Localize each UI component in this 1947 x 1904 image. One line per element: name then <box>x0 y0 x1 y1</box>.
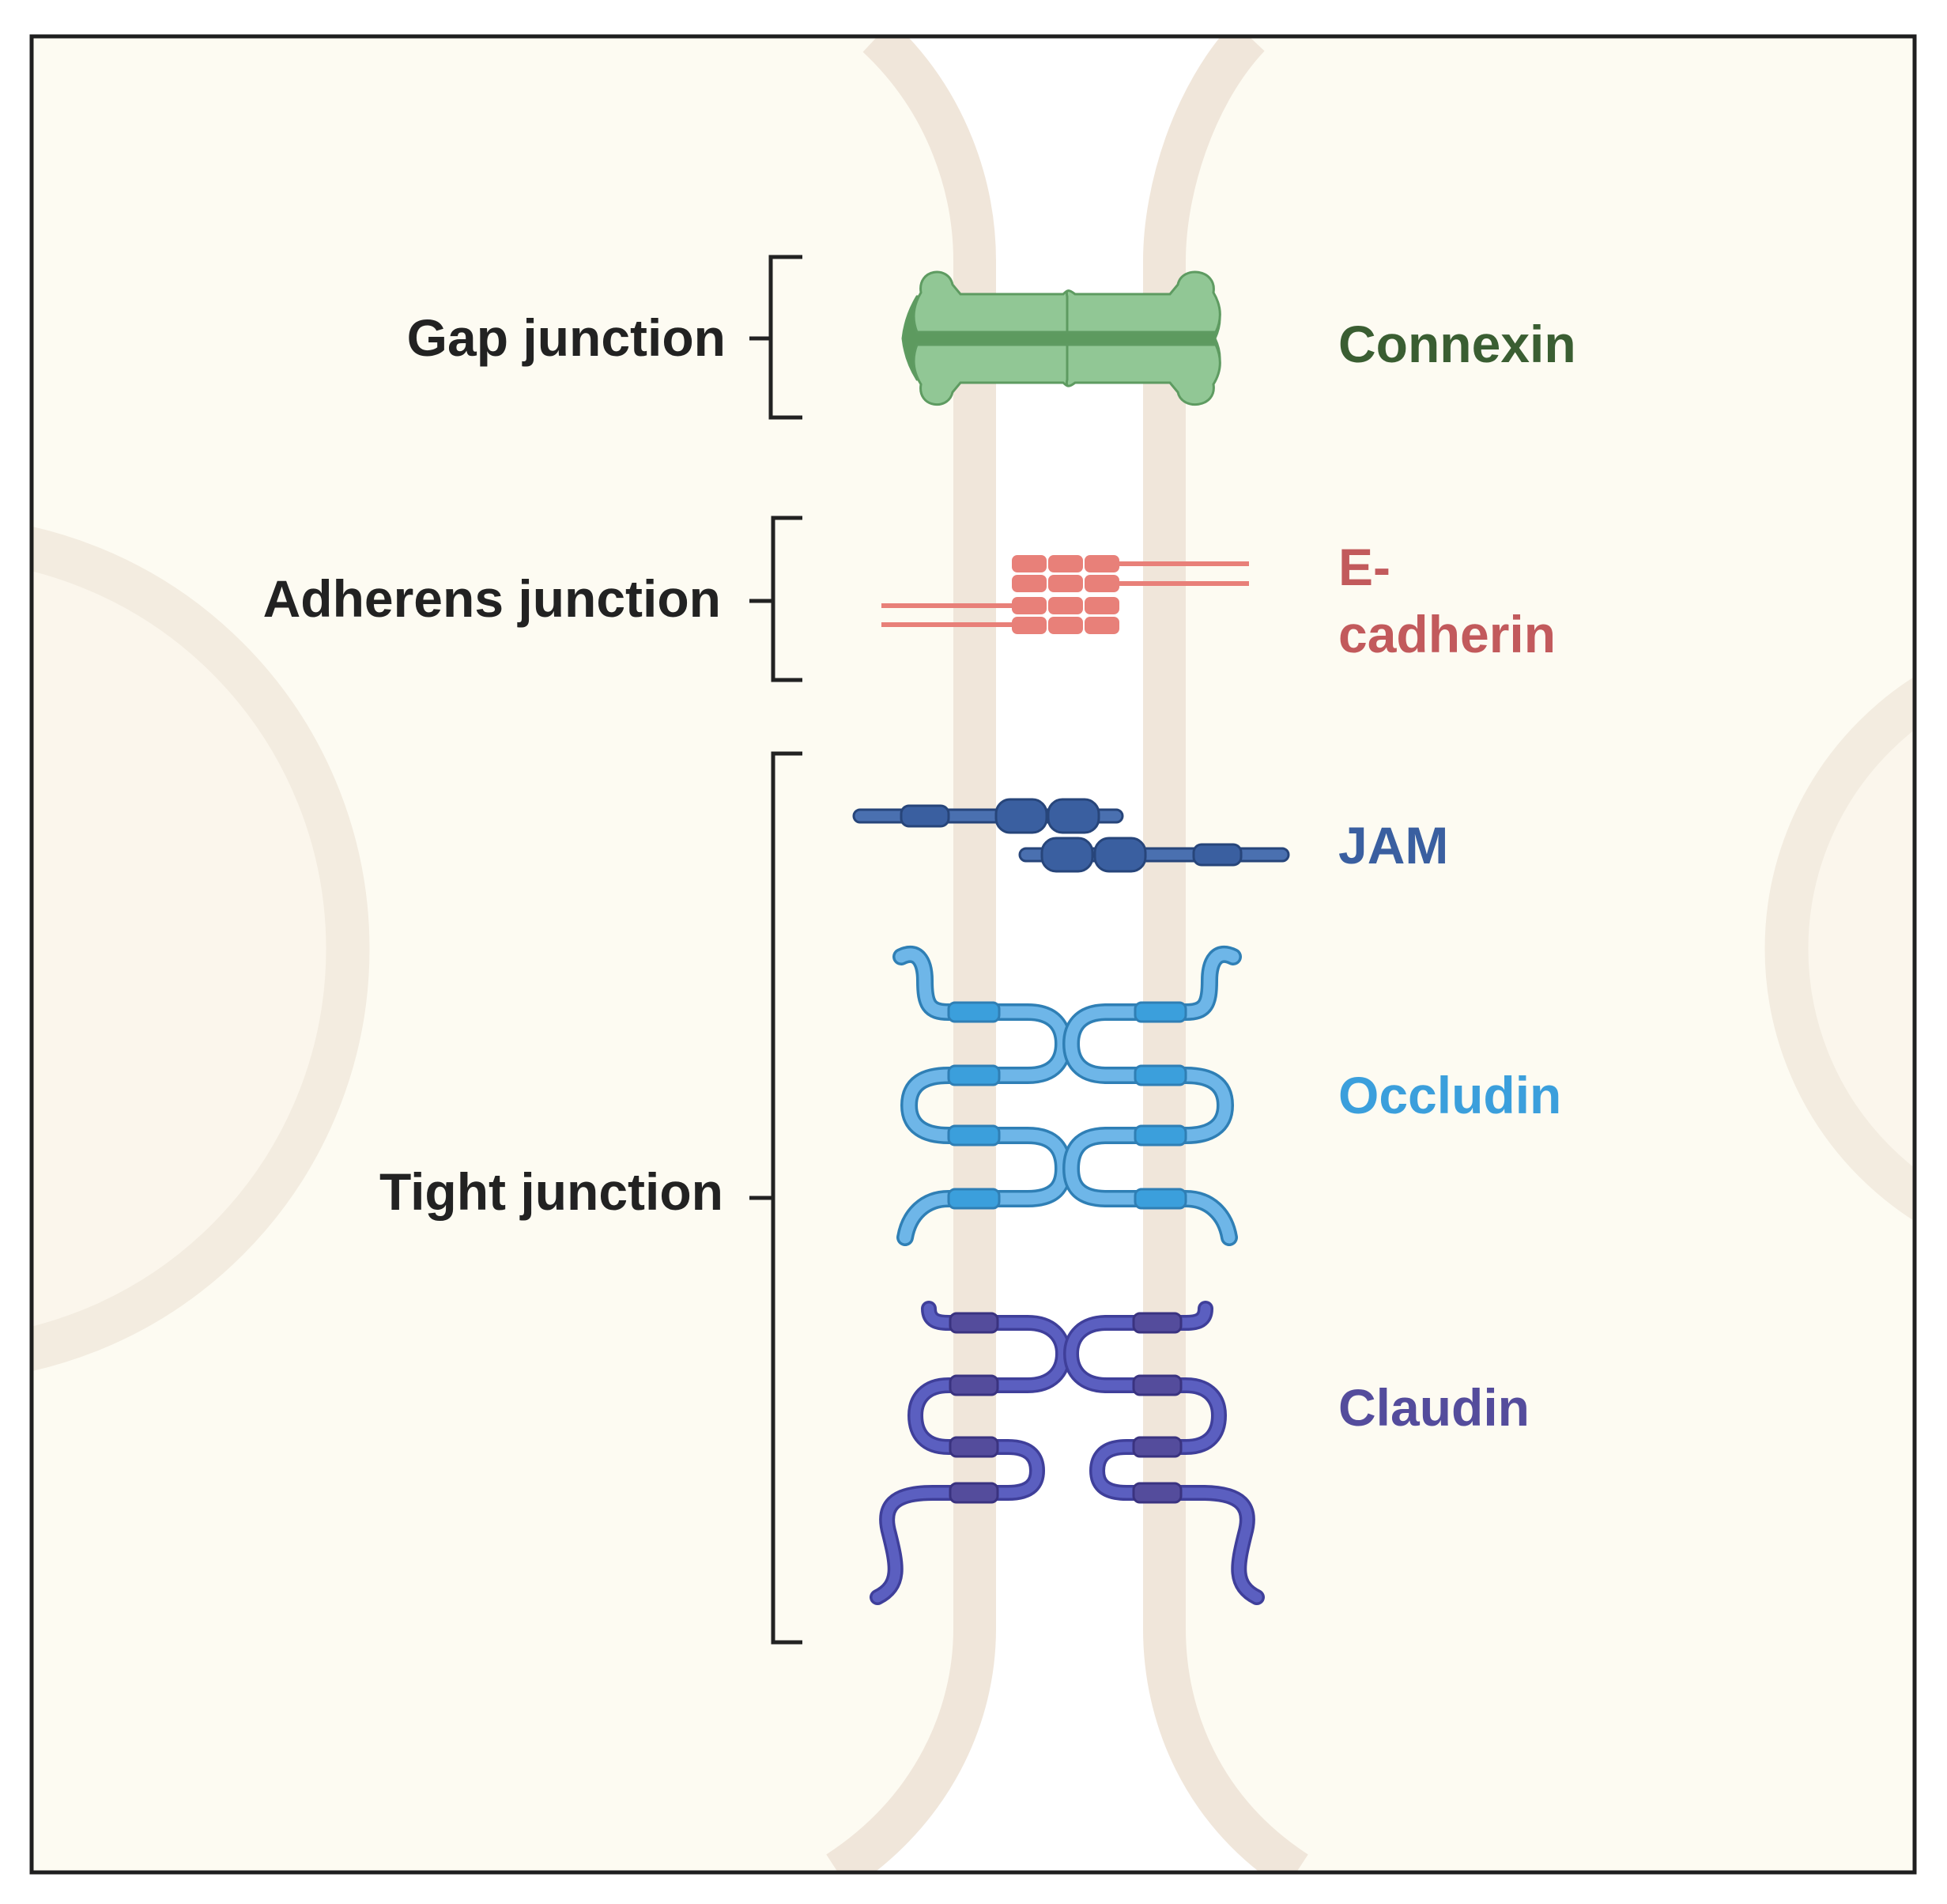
adherens-junction-label: Adherens junction <box>263 569 721 628</box>
connexin-label: Connexin <box>1338 315 1576 373</box>
connexin-protein <box>901 270 1221 406</box>
right-neighbor-cell <box>1764 677 1915 1221</box>
occludin-protein <box>892 945 1242 1246</box>
e-cadherin-label-line1: E- <box>1338 538 1390 596</box>
occludin-label: Occludin <box>1338 1066 1561 1124</box>
right-cell-membrane <box>1143 36 1308 1872</box>
e-cadherin-label-line2: cadherin <box>1338 605 1556 663</box>
e-cadherin-protein <box>881 555 1249 634</box>
jam-label: JAM <box>1338 816 1448 875</box>
figure-frame <box>29 34 1917 1875</box>
adherens-junction-bracket <box>749 516 802 682</box>
tight-junction-label: Tight junction <box>379 1162 723 1221</box>
intercellular-space <box>838 36 1296 1872</box>
tight-junction-bracket <box>749 751 802 1645</box>
jam-protein <box>852 798 1290 873</box>
claudin-label: Claudin <box>1338 1378 1530 1437</box>
gap-junction-bracket <box>749 255 802 420</box>
left-neighbor-cell <box>32 526 370 1372</box>
claudin-protein <box>870 1301 1265 1605</box>
left-cell-membrane <box>826 36 996 1872</box>
gap-junction-label: Gap junction <box>407 308 726 367</box>
